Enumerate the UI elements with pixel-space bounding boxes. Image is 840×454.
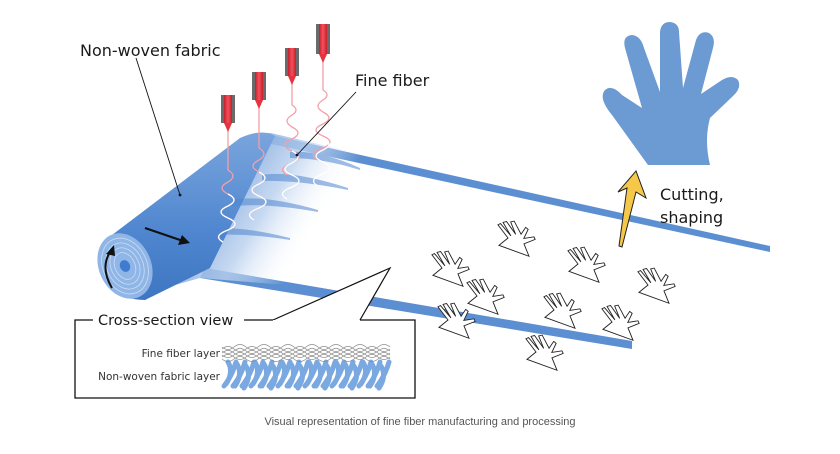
fine-fiber-strand	[221, 348, 391, 354]
fine-fiber-label: Fine fiber	[355, 71, 430, 90]
glove-cutout-outline	[437, 302, 476, 340]
glove-cutout-outline	[543, 292, 582, 330]
leader-dot	[178, 193, 182, 197]
fine-fiber-strand	[221, 346, 391, 352]
non-woven-fabric-layer-graphic	[221, 359, 392, 391]
non-woven-strand	[239, 359, 257, 391]
fine-fiber-strand	[221, 344, 391, 350]
fine-fiber-strand	[221, 352, 391, 358]
cutting-shaping-label-line2: shaping	[660, 208, 723, 227]
nozzle	[285, 48, 299, 85]
fine-fiber-layer-graphic	[221, 344, 391, 362]
cutting-arrow-icon	[617, 170, 647, 248]
fine-fiber-jets	[217, 55, 331, 243]
fine-fiber-layer-label: Fine fiber layer	[142, 348, 221, 360]
nozzle	[252, 72, 266, 109]
feed-direction-arrowhead-icon	[178, 235, 190, 245]
glove-cutout-outline	[637, 267, 676, 305]
glove-cutout-outline	[567, 246, 606, 284]
nozzle	[221, 95, 235, 132]
non-woven-fabric-layer-label: Non-woven fabric layer	[98, 371, 221, 383]
fine-fiber-strand	[221, 354, 391, 360]
non-woven-strand	[320, 359, 338, 391]
cross-section-title: Cross-section view	[98, 313, 233, 329]
leader-line-non-woven	[135, 57, 181, 196]
callout-pointer	[272, 266, 392, 321]
non-woven-fabric-label: Non-woven fabric	[80, 41, 221, 60]
glove-cutout-outline	[601, 304, 640, 342]
non-woven-strand	[347, 359, 365, 391]
nozzle	[316, 24, 330, 63]
glove-cutout-outline	[525, 334, 564, 372]
leader-line-fine-fiber	[296, 91, 357, 156]
figure-caption: Visual representation of fine fiber manu…	[264, 416, 575, 428]
non-woven-strand	[293, 359, 311, 391]
fiber-deposit-streaks	[205, 151, 360, 240]
glove-cutout-outline	[466, 278, 505, 316]
leader-dot	[295, 153, 299, 157]
non-woven-strand	[266, 359, 284, 391]
cutting-shaping-label-line1: Cutting,	[660, 185, 724, 204]
glove-product	[602, 22, 740, 165]
rotation-arrow-icon	[104, 251, 113, 289]
glove-cutout-outline	[497, 220, 536, 258]
fine-fiber-strand	[221, 350, 391, 356]
fabric-sheet-bottom-edge	[200, 268, 632, 349]
glove-cutout-outline	[431, 250, 470, 288]
non-woven-strand	[374, 359, 392, 391]
glove-cutouts	[431, 220, 676, 372]
feed-direction-arrow-icon	[144, 226, 184, 243]
fine-fiber-strand	[221, 356, 391, 362]
rotation-arrowhead-icon	[106, 245, 115, 256]
